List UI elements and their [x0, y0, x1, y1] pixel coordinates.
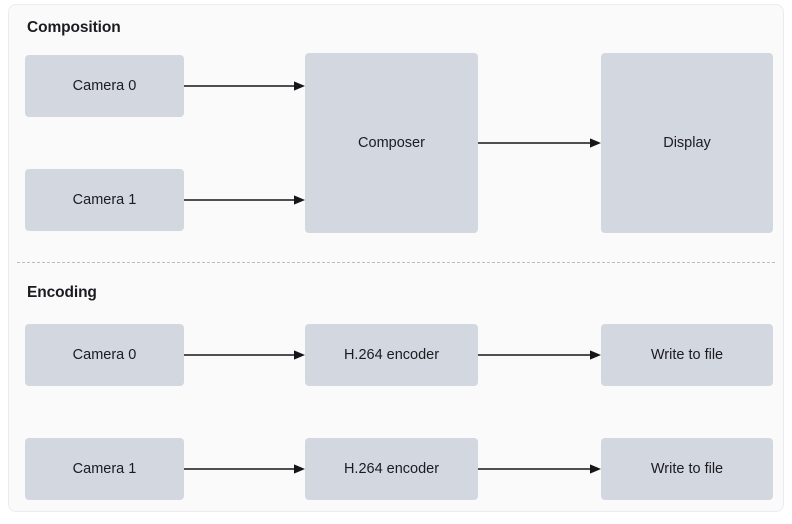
- diagram-container: Composition Camera 0 Camera 1 Composer D…: [8, 4, 784, 512]
- node-write-to-file-1[interactable]: Write to file: [601, 438, 773, 500]
- node-camera-1-composition[interactable]: Camera 1: [25, 169, 184, 231]
- node-label: Display: [663, 134, 711, 151]
- section-title-encoding: Encoding: [27, 284, 97, 301]
- arrow-camera-0-to-encoder-0: [184, 349, 305, 361]
- node-write-to-file-0[interactable]: Write to file: [601, 324, 773, 386]
- arrow-encoder-0-to-write-0: [478, 349, 601, 361]
- node-camera-0-composition[interactable]: Camera 0: [25, 55, 184, 117]
- node-display[interactable]: Display: [601, 53, 773, 233]
- node-label: Camera 0: [72, 346, 137, 363]
- node-label: Camera 0: [72, 77, 137, 94]
- node-label: H.264 encoder: [343, 346, 440, 363]
- arrow-camera-0-to-composer: [184, 80, 305, 92]
- node-h264-encoder-1[interactable]: H.264 encoder: [305, 438, 478, 500]
- section-title-composition: Composition: [27, 19, 121, 36]
- node-label: Camera 1: [72, 460, 137, 477]
- section-composition: Composition Camera 0 Camera 1 Composer D…: [9, 5, 783, 262]
- section-divider: [17, 262, 775, 263]
- node-camera-0-encoding[interactable]: Camera 0: [25, 324, 184, 386]
- node-composer[interactable]: Composer: [305, 53, 478, 233]
- arrow-composer-to-display: [478, 137, 601, 149]
- node-label: Write to file: [650, 460, 724, 477]
- node-label: H.264 encoder: [343, 460, 440, 477]
- arrow-encoder-1-to-write-1: [478, 463, 601, 475]
- arrow-camera-1-to-composer: [184, 194, 305, 206]
- node-camera-1-encoding[interactable]: Camera 1: [25, 438, 184, 500]
- node-h264-encoder-0[interactable]: H.264 encoder: [305, 324, 478, 386]
- node-label: Write to file: [650, 346, 724, 363]
- node-label: Composer: [358, 134, 425, 151]
- section-encoding: Encoding Camera 0 H.264 encoder Write to…: [9, 263, 783, 512]
- arrow-camera-1-to-encoder-1: [184, 463, 305, 475]
- node-label: Camera 1: [72, 191, 137, 208]
